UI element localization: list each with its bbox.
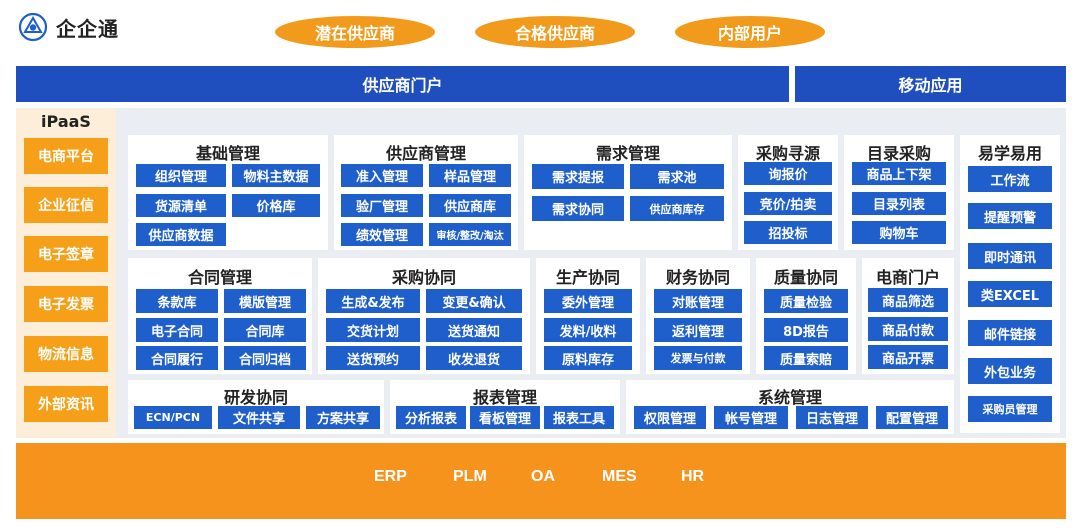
supplier-portal-bar[interactable]: 供应商门户	[16, 66, 789, 102]
btn-clause-library[interactable]: 条款库	[136, 289, 218, 313]
btn-supplier-library[interactable]: 供应商库	[429, 194, 511, 217]
btn-quality-inspection[interactable]: 质量检验	[764, 289, 848, 313]
group-ecom-title: 电商门户	[875, 268, 940, 287]
btn-e-contract[interactable]: 电子合同	[136, 318, 218, 342]
btn-buyer-mgmt[interactable]: 采购员管理	[968, 396, 1052, 422]
ipaas-item-external-news[interactable]: 外部资讯	[24, 386, 108, 422]
btn-product-payment[interactable]: 商品付款	[868, 317, 948, 341]
btn-permission[interactable]: 权限管理	[634, 406, 706, 429]
btn-file-share[interactable]: 文件共享	[218, 406, 300, 429]
btn-org-management[interactable]: 组织管理	[136, 164, 226, 187]
pill-internal-users[interactable]: 内部用户	[675, 16, 825, 48]
group-sourcing-title: 采购寻源	[755, 144, 820, 163]
logo: 企企通	[18, 12, 119, 42]
group-easy-title: 易学易用	[977, 144, 1042, 163]
btn-mail-link[interactable]: 邮件链接	[968, 320, 1052, 346]
btn-8d-report[interactable]: 8D报告	[764, 318, 848, 342]
bottom-item-plm[interactable]: PLM	[453, 468, 487, 485]
group-rnd-title: 研发协同	[223, 388, 288, 407]
btn-raw-inventory[interactable]: 原料库存	[544, 346, 632, 370]
group-catalog-title: 目录采购	[866, 144, 931, 163]
mobile-app-bar[interactable]: 移动应用	[795, 66, 1066, 102]
btn-solution-share[interactable]: 方案共享	[306, 406, 380, 429]
group-quality-title: 质量协同	[773, 268, 838, 287]
btn-demand-pool[interactable]: 需求池	[630, 164, 724, 189]
bottom-item-mes[interactable]: MES	[602, 468, 637, 485]
btn-template[interactable]: 模版管理	[224, 289, 306, 313]
btn-im[interactable]: 即时通讯	[968, 243, 1052, 269]
btn-contract-archive[interactable]: 合同归档	[224, 346, 306, 370]
btn-audit-rectify-eliminate[interactable]: 审核/整改/淘汰	[429, 223, 511, 246]
group-demand-title: 需求管理	[595, 144, 660, 163]
btn-product-invoice[interactable]: 商品开票	[868, 345, 948, 369]
btn-material-issue[interactable]: 发料/收料	[544, 318, 632, 342]
btn-outsourcing[interactable]: 外包业务	[968, 358, 1052, 384]
bottom-item-erp[interactable]: ERP	[374, 468, 407, 485]
btn-supplier-data[interactable]: 供应商数据	[136, 223, 226, 246]
group-system-title: 系统管理	[757, 388, 822, 407]
ipaas-item-einvoice[interactable]: 电子发票	[24, 286, 108, 322]
btn-account[interactable]: 帐号管理	[714, 406, 788, 429]
group-finance-title: 财务协同	[665, 268, 730, 287]
btn-log[interactable]: 日志管理	[796, 406, 868, 429]
btn-generate-publish[interactable]: 生成&发布	[326, 289, 420, 313]
ipaas-item-credit[interactable]: 企业征信	[24, 187, 108, 223]
btn-outsource[interactable]: 委外管理	[544, 289, 632, 313]
btn-reconciliation[interactable]: 对账管理	[654, 289, 742, 313]
group-basic-title: 基础管理	[195, 144, 260, 163]
btn-bidding[interactable]: 招投标	[744, 221, 832, 244]
ipaas-item-ecommerce[interactable]: 电商平台	[24, 138, 108, 174]
ipaas-item-logistics[interactable]: 物流信息	[24, 336, 108, 372]
btn-rfq[interactable]: 询报价	[744, 162, 832, 185]
btn-ecn-pcn[interactable]: ECN/PCN	[134, 406, 212, 429]
pill-qualified-suppliers[interactable]: 合格供应商	[475, 16, 635, 48]
btn-excel-like[interactable]: 类EXCEL	[968, 281, 1052, 307]
btn-cart[interactable]: 购物车	[852, 221, 946, 244]
group-production-title: 生产协同	[555, 268, 620, 287]
group-contract-title: 合同管理	[187, 268, 252, 287]
btn-demand-submit[interactable]: 需求提报	[532, 164, 624, 189]
btn-rebate[interactable]: 返利管理	[654, 318, 742, 342]
btn-change-confirm[interactable]: 变更&确认	[426, 289, 522, 313]
btn-alerts[interactable]: 提醒预警	[968, 203, 1052, 229]
btn-source-list[interactable]: 货源清单	[136, 194, 226, 217]
logo-text: 企企通	[56, 16, 119, 41]
logo-icon	[18, 12, 48, 42]
btn-catalog-list[interactable]: 目录列表	[852, 192, 946, 215]
backend-systems-bar	[16, 443, 1066, 519]
btn-product-filter[interactable]: 商品筛选	[868, 288, 948, 312]
btn-admission[interactable]: 准入管理	[341, 164, 423, 187]
group-procure-title: 采购协同	[391, 268, 456, 287]
btn-quality-claim[interactable]: 质量索赔	[764, 346, 848, 370]
btn-delivery-notice[interactable]: 送货通知	[426, 318, 522, 342]
btn-listing[interactable]: 商品上下架	[852, 162, 946, 185]
btn-sample[interactable]: 样品管理	[429, 164, 511, 187]
btn-contract-fulfill[interactable]: 合同履行	[136, 346, 218, 370]
btn-workflow[interactable]: 工作流	[968, 166, 1052, 192]
btn-config[interactable]: 配置管理	[876, 406, 948, 429]
btn-delivery-booking[interactable]: 送货预约	[326, 346, 420, 370]
group-report-title: 报表管理	[472, 388, 537, 407]
bottom-item-hr[interactable]: HR	[681, 468, 705, 485]
pill-potential-suppliers[interactable]: 潜在供应商	[275, 16, 435, 48]
btn-contract-library[interactable]: 合同库	[224, 318, 306, 342]
btn-demand-collab[interactable]: 需求协同	[532, 196, 624, 221]
btn-performance[interactable]: 绩效管理	[341, 223, 423, 246]
btn-delivery-plan[interactable]: 交货计划	[326, 318, 420, 342]
ipaas-title: iPaaS	[41, 112, 91, 131]
group-supplier-mgmt-title: 供应商管理	[385, 144, 466, 163]
btn-receive-return[interactable]: 收发退货	[426, 346, 522, 370]
btn-factory-audit[interactable]: 验厂管理	[341, 194, 423, 217]
btn-dashboard[interactable]: 看板管理	[470, 406, 540, 429]
btn-auction[interactable]: 竞价/拍卖	[744, 192, 832, 215]
btn-invoice-payment[interactable]: 发票与付款	[654, 346, 742, 370]
btn-supplier-inventory[interactable]: 供应商库存	[630, 196, 724, 221]
bottom-item-oa[interactable]: OA	[531, 468, 555, 485]
btn-price-library[interactable]: 价格库	[232, 194, 320, 217]
ipaas-item-esign[interactable]: 电子签章	[24, 236, 108, 272]
btn-report-tool[interactable]: 报表工具	[544, 406, 614, 429]
btn-analysis-report[interactable]: 分析报表	[396, 406, 466, 429]
group-demand	[524, 135, 732, 250]
btn-material-master[interactable]: 物料主数据	[232, 164, 320, 187]
